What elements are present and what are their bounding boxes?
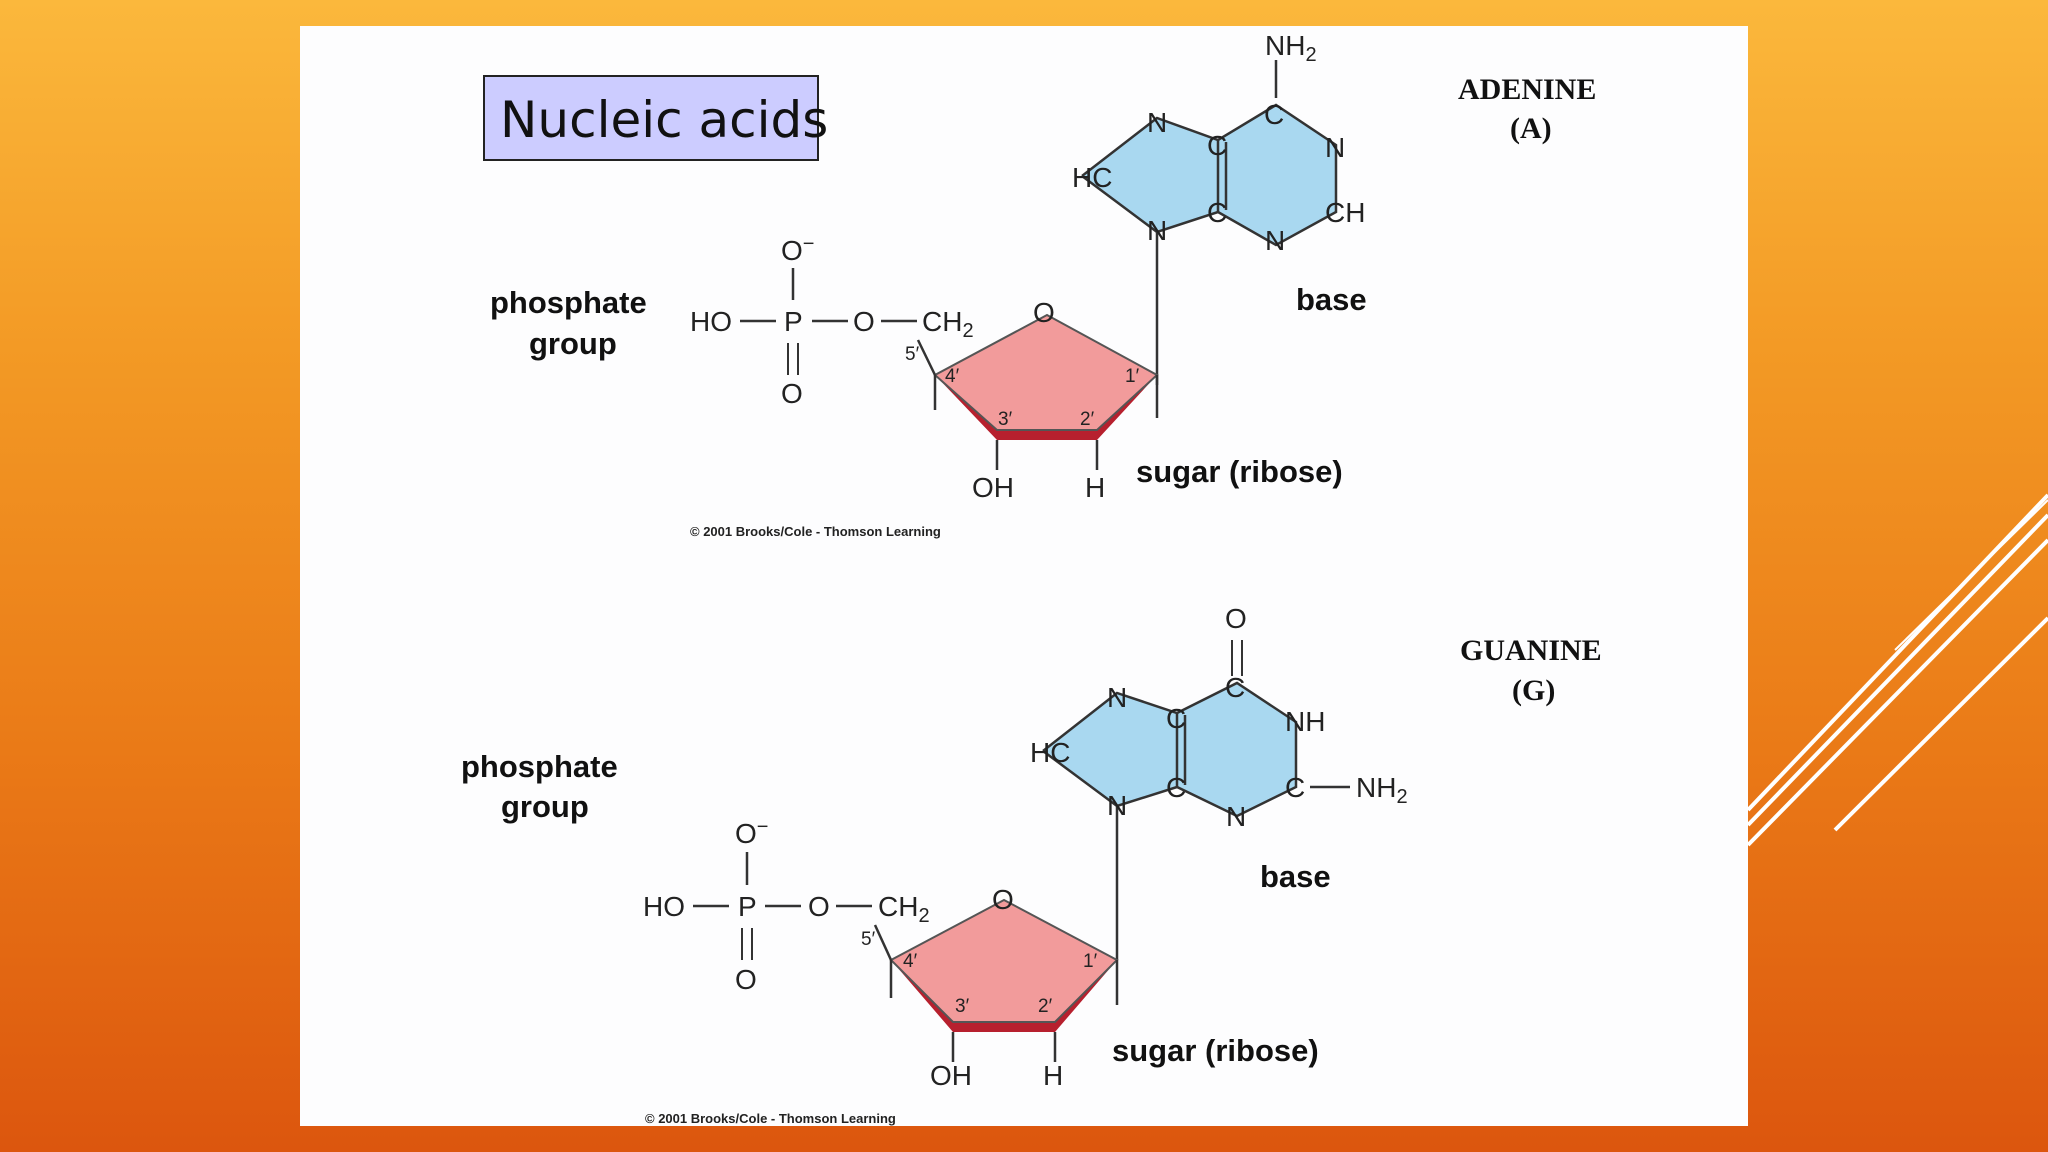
adenine-molecule: NH2 C N CH N C C N N HC O 4′ 1′ 3′ 2′ 5′… — [690, 30, 1365, 503]
svg-text:O: O — [735, 964, 757, 995]
svg-text:C: C — [1264, 99, 1284, 130]
adenine-abbrev: (A) — [1510, 112, 1552, 145]
guanine-base-label: base — [1260, 859, 1331, 894]
adenine-phosphate-label-1: phosphate — [490, 285, 647, 320]
svg-text:NH: NH — [1285, 706, 1325, 737]
guanine-sugar-ring — [889, 898, 1119, 1023]
svg-text:HO: HO — [690, 306, 732, 337]
svg-text:OH: OH — [930, 1060, 972, 1091]
svg-text:O: O — [808, 891, 830, 922]
svg-text:N: N — [1265, 225, 1285, 256]
guanine-phosphate-label-1: phosphate — [461, 749, 618, 784]
svg-text:H: H — [1085, 472, 1105, 503]
guanine-name: GUANINE — [1460, 634, 1602, 667]
svg-text:O: O — [992, 884, 1014, 915]
svg-text:O: O — [853, 306, 875, 337]
adenine-sugar-label: sugar (ribose) — [1136, 454, 1343, 489]
svg-text:2′: 2′ — [1038, 996, 1053, 1017]
svg-text:N: N — [1107, 790, 1127, 821]
adenine-name: ADENINE — [1458, 73, 1596, 106]
adenine-base-label: base — [1296, 282, 1367, 317]
svg-text:N: N — [1325, 132, 1345, 163]
decorative-lines — [1746, 493, 2048, 847]
guanine-base-shape — [1043, 683, 1296, 816]
svg-text:P: P — [738, 891, 757, 922]
adenine-phosphate-label-2: group — [529, 326, 617, 361]
svg-text:5′: 5′ — [861, 929, 876, 950]
svg-text:3′: 3′ — [998, 409, 1013, 430]
guanine-copyright: © 2001 Brooks/Cole - Thomson Learning — [645, 1111, 896, 1126]
svg-text:NH2: NH2 — [1356, 772, 1408, 808]
svg-text:1′: 1′ — [1083, 951, 1098, 972]
svg-text:OH: OH — [972, 472, 1014, 503]
svg-text:C: C — [1207, 197, 1227, 228]
adenine-base-shape — [1082, 105, 1336, 245]
svg-text:HC: HC — [1072, 162, 1112, 193]
svg-text:C: C — [1285, 772, 1305, 803]
svg-text:3′: 3′ — [955, 996, 970, 1017]
svg-text:O: O — [1225, 603, 1247, 634]
svg-text:C: C — [1166, 772, 1186, 803]
svg-text:C: C — [1166, 703, 1186, 734]
title-box — [483, 75, 819, 161]
svg-text:H: H — [1043, 1060, 1063, 1091]
guanine-abbrev: (G) — [1512, 674, 1555, 707]
svg-text:4′: 4′ — [945, 366, 960, 387]
svg-text:N: N — [1226, 801, 1246, 832]
svg-text:HC: HC — [1030, 737, 1070, 768]
svg-text:CH: CH — [1325, 197, 1365, 228]
svg-text:O: O — [781, 378, 803, 409]
svg-text:P: P — [784, 306, 803, 337]
svg-text:4′: 4′ — [903, 951, 918, 972]
slide-title: Nucleic acids — [500, 91, 828, 149]
svg-text:5′: 5′ — [905, 344, 920, 365]
svg-text:C: C — [1207, 130, 1227, 161]
svg-text:HO: HO — [643, 891, 685, 922]
svg-text:N: N — [1107, 682, 1127, 713]
svg-text:N: N — [1147, 215, 1167, 246]
guanine-phosphate-label-2: group — [501, 789, 589, 824]
svg-text:O−: O− — [781, 233, 814, 266]
adenine-sugar-ring — [933, 313, 1159, 431]
svg-text:2′: 2′ — [1080, 409, 1095, 430]
svg-text:C: C — [1225, 672, 1245, 703]
svg-text:N: N — [1147, 107, 1167, 138]
svg-text:1′: 1′ — [1125, 366, 1140, 387]
guanine-sugar-label: sugar (ribose) — [1112, 1033, 1319, 1068]
svg-text:O: O — [1033, 297, 1055, 328]
svg-text:NH2: NH2 — [1265, 30, 1317, 66]
adenine-copyright: © 2001 Brooks/Cole - Thomson Learning — [690, 524, 941, 539]
